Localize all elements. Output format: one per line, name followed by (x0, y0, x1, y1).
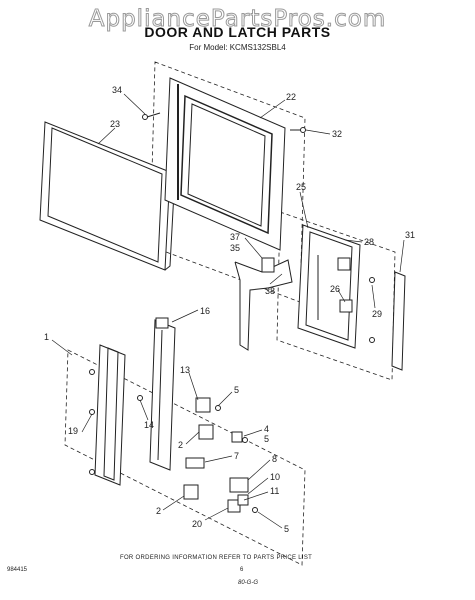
label-part-32: 32 (332, 129, 342, 139)
part-labels: 34 23 22 32 25 28 31 37 35 38 26 29 16 1… (44, 85, 415, 534)
page-title: DOOR AND LATCH PARTS (144, 24, 331, 40)
label-part-19: 19 (68, 426, 78, 436)
label-part-13: 13 (180, 365, 190, 375)
label-part-38: 38 (265, 286, 275, 296)
label-part-2-b: 2 (156, 506, 161, 516)
label-part-28: 28 (364, 237, 374, 247)
label-part-4: 4 (264, 424, 269, 434)
label-part-5-c: 5 (284, 524, 289, 534)
label-part-25: 25 (296, 182, 306, 192)
label-part-23: 23 (110, 119, 120, 129)
outline-lower-assembly (64, 349, 306, 566)
revision-mark: 80-G-G (238, 580, 259, 586)
label-part-7: 7 (234, 451, 239, 461)
label-part-16: 16 (200, 306, 210, 316)
screws (89, 112, 375, 513)
part-1-bracket (94, 344, 126, 486)
part-23-door-panel (39, 121, 176, 271)
diagram-code: 984415 (7, 567, 28, 573)
label-part-35: 35 (230, 243, 240, 253)
part-31-strip (391, 271, 406, 371)
label-part-20: 20 (192, 519, 202, 529)
label-part-10: 10 (270, 472, 280, 482)
part-37-latch-lever (234, 257, 293, 351)
label-part-37: 37 (230, 232, 240, 242)
label-part-1: 1 (44, 332, 49, 342)
label-part-34: 34 (112, 85, 122, 95)
watermark-logo: AppliancePartsPros.com (88, 6, 387, 33)
ordering-note: FOR ORDERING INFORMATION REFER TO PARTS … (120, 555, 313, 561)
label-part-26: 26 (330, 284, 340, 294)
label-part-5-b: 5 (264, 434, 269, 444)
label-part-31: 31 (405, 230, 415, 240)
label-part-5-a: 5 (234, 385, 239, 395)
label-part-22: 22 (286, 92, 296, 102)
part-22-door-frame (164, 77, 286, 251)
label-part-8: 8 (272, 454, 277, 464)
label-part-14: 14 (144, 420, 154, 430)
label-part-29: 29 (372, 309, 382, 319)
outline-latch-assembly (276, 211, 396, 381)
leader-lines (51, 93, 405, 529)
part-25-latch-plate (297, 224, 361, 349)
part-16-latch-bar (149, 317, 176, 471)
label-part-2-a: 2 (178, 440, 183, 450)
hardware-parts (183, 257, 353, 513)
label-part-11: 11 (270, 486, 279, 496)
page-number: 6 (240, 567, 244, 573)
model-subtitle: For Model: KCMS132SBL4 (189, 43, 286, 52)
